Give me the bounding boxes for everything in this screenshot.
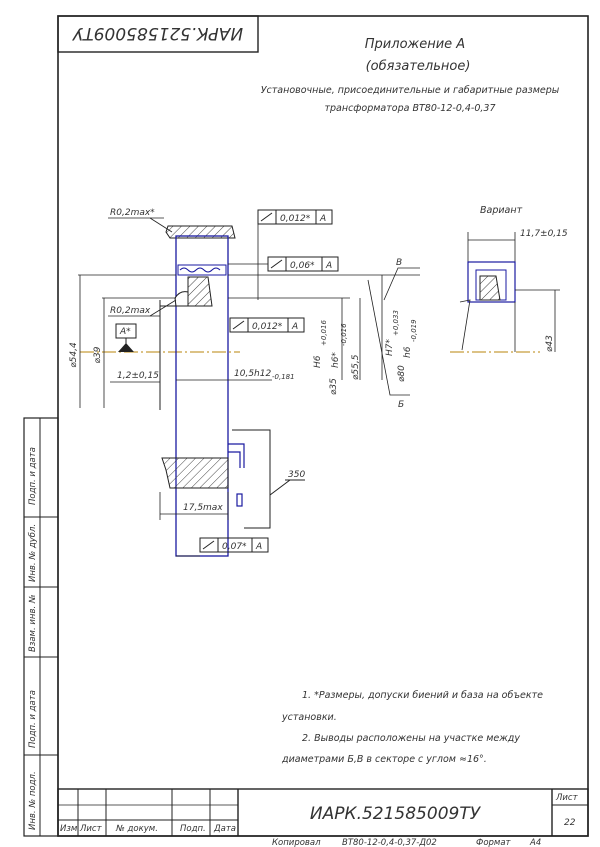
svg-text:диаметрами Б,В в секторе с угл: диаметрами Б,В в секторе с углом ≈16°. bbox=[281, 754, 487, 765]
dim-d80-fit1: H7* bbox=[385, 339, 395, 356]
svg-text:ВТ80-12-0,4-0,37-Д02: ВТ80-12-0,4-0,37-Д02 bbox=[342, 838, 437, 847]
dim-d35-fit2: h6* bbox=[331, 352, 341, 368]
title-block-text: Приложение А (обязательное) Установочные… bbox=[261, 37, 560, 114]
dim-r-mid: R0,2max bbox=[110, 306, 151, 316]
variant-dim-d: ⌀43 bbox=[545, 335, 555, 352]
label-b: Б bbox=[398, 400, 404, 410]
dim-d80-tol1: +0,033 bbox=[392, 310, 400, 336]
svg-text:0,012*: 0,012* bbox=[252, 322, 283, 332]
svg-text:2. Выводы расположены на участ: 2. Выводы расположены на участке между bbox=[302, 733, 520, 744]
title-line1: Приложение А bbox=[365, 37, 465, 52]
dim-350: 350 bbox=[288, 470, 305, 480]
variant-dim-w: 11,7±0,15 bbox=[520, 229, 568, 239]
variant-label: Вариант bbox=[480, 205, 523, 216]
dim-d35-tol2: -0,016 bbox=[340, 323, 348, 346]
dim-d35-tol1: +0,016 bbox=[320, 320, 328, 346]
side-strip: Подп. и дата Инв. № дубл. Взам. инв. № П… bbox=[23, 417, 59, 837]
footer: Копировал ВТ80-12-0,4-0,37-Д02 Формат А4 bbox=[272, 838, 541, 847]
dim-d80: ⌀80 bbox=[397, 365, 407, 382]
svg-text:0,07*: 0,07* bbox=[222, 542, 247, 552]
label-v: В bbox=[396, 258, 402, 268]
svg-text:Инв. № подл.: Инв. № подл. bbox=[28, 771, 38, 830]
svg-text:Формат: Формат bbox=[476, 838, 512, 847]
tol-frame-1: 0,012* A bbox=[257, 209, 333, 300]
title-block: Изм Лист № докум. Подп. Дата ИАРК.521585… bbox=[57, 788, 589, 837]
svg-text:A: A bbox=[291, 322, 298, 332]
svg-text:установки.: установки. bbox=[281, 712, 337, 723]
dim-r-top: R0,2max* bbox=[110, 208, 155, 218]
top-stamp: ИАРК.521585009ТУ bbox=[57, 15, 259, 53]
dim-w17: 17,5max bbox=[183, 503, 223, 513]
tol-frame-2: 0,06* A bbox=[228, 256, 339, 272]
datum-base: A* bbox=[119, 327, 131, 337]
svg-text:Инв. № дубл.: Инв. № дубл. bbox=[28, 524, 38, 582]
dim-d54: ⌀54,4 bbox=[69, 342, 79, 368]
tb-list-label: Лист bbox=[555, 793, 579, 803]
dim-w12: 1,2±0,15 bbox=[117, 371, 159, 381]
tb-list-num: 22 bbox=[564, 818, 576, 828]
svg-text:А4: А4 bbox=[529, 838, 541, 847]
svg-text:0,06*: 0,06* bbox=[290, 261, 315, 271]
dim-d80-fit2: h6 bbox=[403, 346, 413, 358]
tb-date: Дата bbox=[213, 824, 236, 834]
tb-izm: Изм bbox=[60, 824, 78, 834]
dim-d35: ⌀35 bbox=[329, 378, 339, 395]
dim-d80-tol2: -0,019 bbox=[410, 319, 418, 342]
dim-d35-fit1: H6 bbox=[313, 355, 323, 368]
variant-drawing: Вариант 11,7±0,15 ⌀43 bbox=[450, 205, 568, 353]
svg-text:A: A bbox=[325, 261, 332, 271]
dim-d39: ⌀39 bbox=[93, 346, 103, 363]
title-line2: (обязательное) bbox=[366, 59, 471, 74]
notes: 1. *Размеры, допуски биений и база на об… bbox=[281, 690, 543, 765]
dim-w105-tol: -0,181 bbox=[272, 373, 295, 381]
svg-text:A: A bbox=[255, 542, 262, 552]
dim-w105: 10,5h12 bbox=[234, 369, 271, 379]
tol-frame-4: 0,07* A bbox=[176, 537, 269, 557]
svg-text:A: A bbox=[319, 214, 326, 224]
svg-text:Подп. и дата: Подп. и дата bbox=[28, 690, 38, 748]
svg-text:1. *Размеры, допуски биений и: 1. *Размеры, допуски биений и база на об… bbox=[302, 690, 543, 701]
title-sub2: трансформатора ВТ80-12-0,4-0,37 bbox=[324, 103, 495, 114]
tb-list: Лист bbox=[79, 824, 103, 834]
main-drawing: 350 ⌀54,4 ⌀39 R0,2max* R0,2max A* 1,2±0,… bbox=[69, 208, 420, 557]
svg-text:Взам. инв. №: Взам. инв. № bbox=[28, 594, 38, 652]
svg-text:Копировал: Копировал bbox=[272, 838, 321, 847]
tb-doc: № докум. bbox=[115, 824, 158, 834]
tb-code: ИАРК.521585009ТУ bbox=[310, 804, 482, 824]
svg-text:0,012*: 0,012* bbox=[280, 214, 311, 224]
tol-frame-3: 0,012* A bbox=[229, 317, 305, 333]
svg-text:Подп. и дата: Подп. и дата bbox=[28, 447, 38, 505]
dim-d55: ⌀55,5 bbox=[351, 354, 361, 380]
title-sub1: Установочные, присоединительные и габари… bbox=[261, 85, 560, 96]
tb-podp: Подп. bbox=[180, 824, 206, 834]
top-stamp-text: ИАРК.521585009ТУ bbox=[71, 23, 243, 43]
